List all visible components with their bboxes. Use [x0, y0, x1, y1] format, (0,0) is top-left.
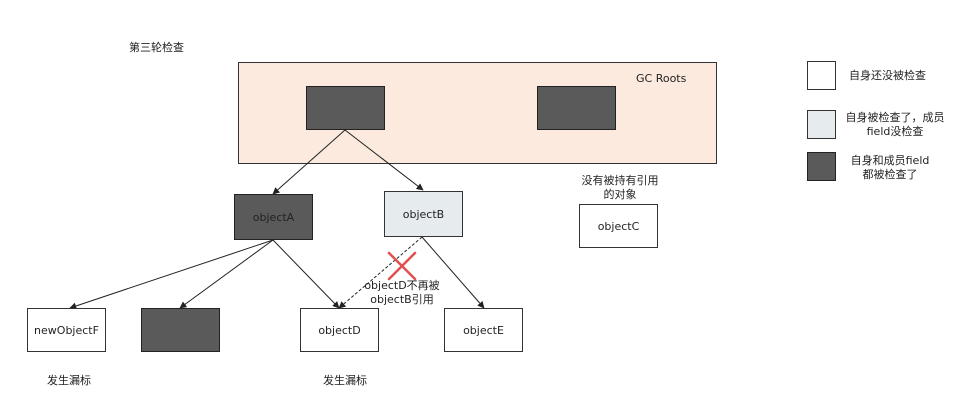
removed-reference-cross-icon — [387, 251, 417, 281]
legend-swatch-dark — [807, 152, 836, 181]
edge-objectB-to-objectD-removed — [338, 236, 423, 309]
legend-swatch-white — [807, 61, 836, 90]
note-objectD-line1: objectD不再被 — [364, 279, 440, 292]
node-objectD: objectD — [300, 308, 379, 352]
gc-roots-label: GC Roots — [636, 72, 687, 85]
note-unreferenced: 没有被持有引用 的对象 — [578, 174, 662, 202]
legend-label-white: 自身还没被检查 — [849, 69, 926, 82]
note-objectD-line2: objectB引用 — [370, 293, 434, 306]
node-objectA: objectA — [234, 194, 313, 240]
gc-root-node-left — [306, 86, 385, 130]
node-objectC: objectC — [579, 204, 658, 248]
edge-objectA-to-darknode — [179, 239, 274, 309]
edge-objectA-to-objectD — [272, 239, 340, 309]
edge-root-to-objectA — [272, 129, 346, 195]
node-objectB: objectB — [384, 191, 463, 237]
note-objectD-dereferenced: objectD不再被 objectB引用 — [352, 279, 452, 307]
node-objectC-label: objectC — [597, 219, 640, 233]
node-dark-child — [141, 308, 220, 352]
legend-label-dark-line1: 自身和成员field — [850, 154, 930, 167]
node-newObjectF-label: newObjectF — [34, 323, 99, 337]
edge-root-to-objectB — [344, 129, 424, 191]
legend-swatch-light — [807, 110, 836, 139]
gc-root-node-right — [537, 86, 616, 130]
edge-objectB-to-objectE — [421, 236, 485, 309]
diagram-title: 第三轮检查 — [129, 41, 184, 54]
legend-label-dark-line2: 都被检查了 — [862, 168, 918, 181]
legend-label-light: 自身被检查了，成员 field没检查 — [842, 111, 948, 139]
legend-label-dark: 自身和成员field 都被检查了 — [842, 154, 938, 182]
node-objectD-label: objectD — [318, 323, 361, 337]
note-unreferenced-line2: 的对象 — [603, 188, 637, 201]
note-unreferenced-line1: 没有被持有引用 — [581, 174, 659, 187]
node-objectA-label: objectA — [252, 210, 295, 224]
legend-label-light-line1: 自身被检查了，成员 — [845, 111, 945, 124]
edge-objectA-to-newObjectF — [69, 239, 274, 310]
node-newObjectF: newObjectF — [27, 308, 106, 352]
node-objectB-label: objectB — [402, 207, 445, 221]
node-objectE-label: objectE — [463, 323, 504, 337]
leak-label-left: 发生漏标 — [47, 374, 91, 387]
leak-label-mid: 发生漏标 — [323, 374, 367, 387]
node-objectE: objectE — [444, 308, 523, 352]
legend-label-light-line2: field没检查 — [866, 125, 924, 138]
